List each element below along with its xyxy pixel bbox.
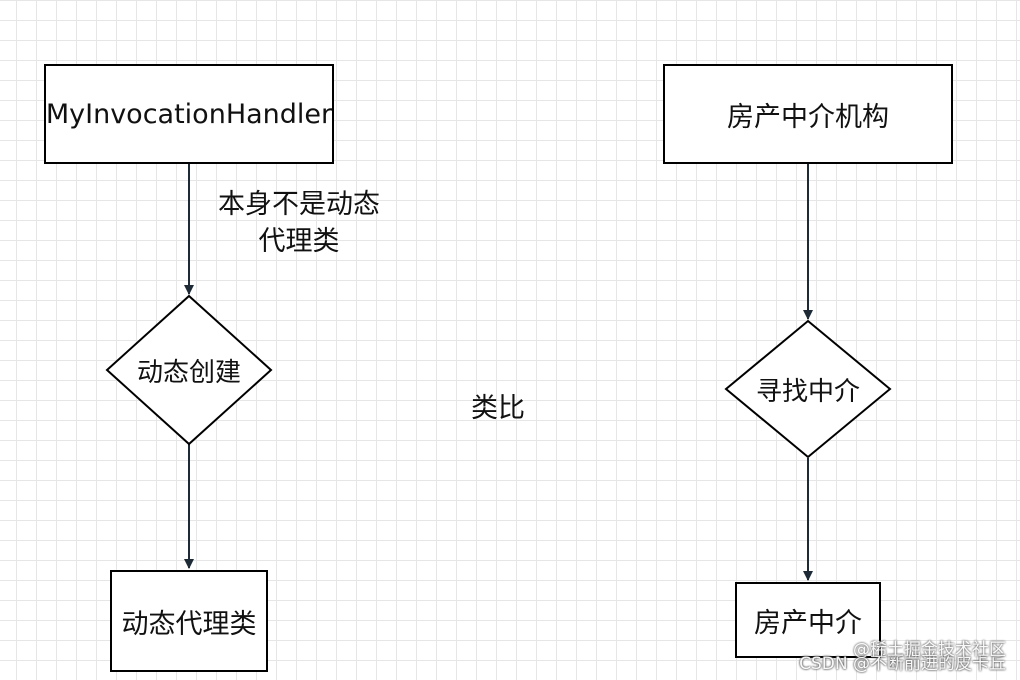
decision-create-label: 动态创建 (136, 357, 241, 388)
end-box-agent-label: 房产中介 (754, 607, 862, 639)
decision-find-label: 寻找中介 (755, 376, 860, 407)
decision-diamond-find (724, 319, 892, 459)
end-box-agent: 房产中介 (735, 582, 881, 658)
end-box-proxy-class-label: 动态代理类 (121, 608, 257, 640)
start-box-agency: 房产中介机构 (663, 64, 953, 164)
edge-note-line2: 代理类 (258, 226, 340, 257)
end-box-proxy-class: 动态代理类 (110, 570, 268, 672)
watermark-line1: @稀土掘金技术社区 (853, 640, 1006, 660)
start-box-handler: MyInvocationHandler (44, 64, 334, 164)
decision-diamond-create (105, 294, 273, 446)
watermark: @稀土掘金技术社区 CSDN @不断前进的皮卡丘 (799, 640, 1006, 674)
watermark-line2: CSDN @不断前进的皮卡丘 (799, 654, 1006, 674)
edge-note: 本身不是动态 代理类 (218, 186, 380, 260)
edge-note-line1: 本身不是动态 (218, 189, 380, 220)
start-box-agency-label: 房产中介机构 (727, 101, 889, 133)
start-box-handler-label: MyInvocationHandler (45, 98, 333, 130)
analogy-label: 类比 (471, 393, 525, 424)
